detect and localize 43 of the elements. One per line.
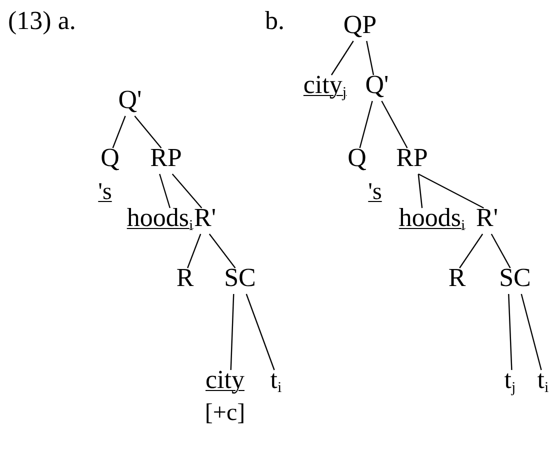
tree-branch bbox=[520, 294, 542, 370]
tree-node-label: R' bbox=[476, 205, 498, 231]
tree-node-label: SC bbox=[499, 265, 531, 291]
tree-node-label: R bbox=[176, 265, 194, 291]
tree-branch bbox=[366, 40, 374, 76]
tree-node-label: R bbox=[448, 265, 466, 291]
tree-node-label: t$_{j}$ bbox=[504, 367, 516, 393]
tree-node-label: hoods$_{i}$ bbox=[126, 205, 194, 231]
tree-node-label: t$_{i}$ bbox=[270, 367, 282, 393]
tree-node-label: Q' bbox=[118, 87, 142, 113]
tree-branch bbox=[134, 116, 162, 148]
morpheme-label: 's bbox=[368, 180, 382, 204]
feature-label: [+c] bbox=[204, 401, 246, 425]
tree-branch bbox=[159, 174, 171, 208]
tree-node-label: RP bbox=[150, 145, 182, 171]
tree-node-label: city bbox=[206, 367, 244, 393]
tree-node-label: SC bbox=[224, 265, 256, 291]
tree-branch bbox=[490, 234, 511, 268]
tree-node-label: hoods$_{i}$ bbox=[398, 205, 466, 231]
tree-branch bbox=[172, 174, 202, 208]
tree-branch bbox=[418, 174, 423, 208]
tree-node-label: QP bbox=[343, 12, 377, 38]
tree-branch bbox=[330, 40, 354, 76]
tree-node-label: Q bbox=[348, 145, 366, 171]
tree-branch bbox=[359, 100, 373, 148]
tree-branch bbox=[230, 294, 234, 370]
tree-branch bbox=[381, 100, 408, 148]
tree-node-label: R' bbox=[194, 205, 216, 231]
tree-node-label: Q bbox=[100, 145, 120, 171]
tree-node-label: Q' bbox=[365, 72, 389, 98]
tree-branch bbox=[208, 234, 236, 268]
tree-branch bbox=[112, 116, 126, 148]
tree-node-label: RP bbox=[396, 145, 428, 171]
tree-branch bbox=[418, 173, 484, 209]
tree-branch bbox=[246, 294, 275, 370]
tree-node-label: t$_{i}$ bbox=[537, 367, 549, 393]
tree-branch bbox=[459, 234, 484, 268]
example-label: (13) a. bbox=[8, 8, 76, 34]
tree-branch bbox=[187, 234, 202, 268]
example-label: b. bbox=[265, 8, 284, 34]
tree-branch bbox=[508, 294, 512, 370]
morpheme-label: 's bbox=[98, 180, 112, 204]
tree-node-label: city$_{j}$ bbox=[303, 72, 347, 98]
